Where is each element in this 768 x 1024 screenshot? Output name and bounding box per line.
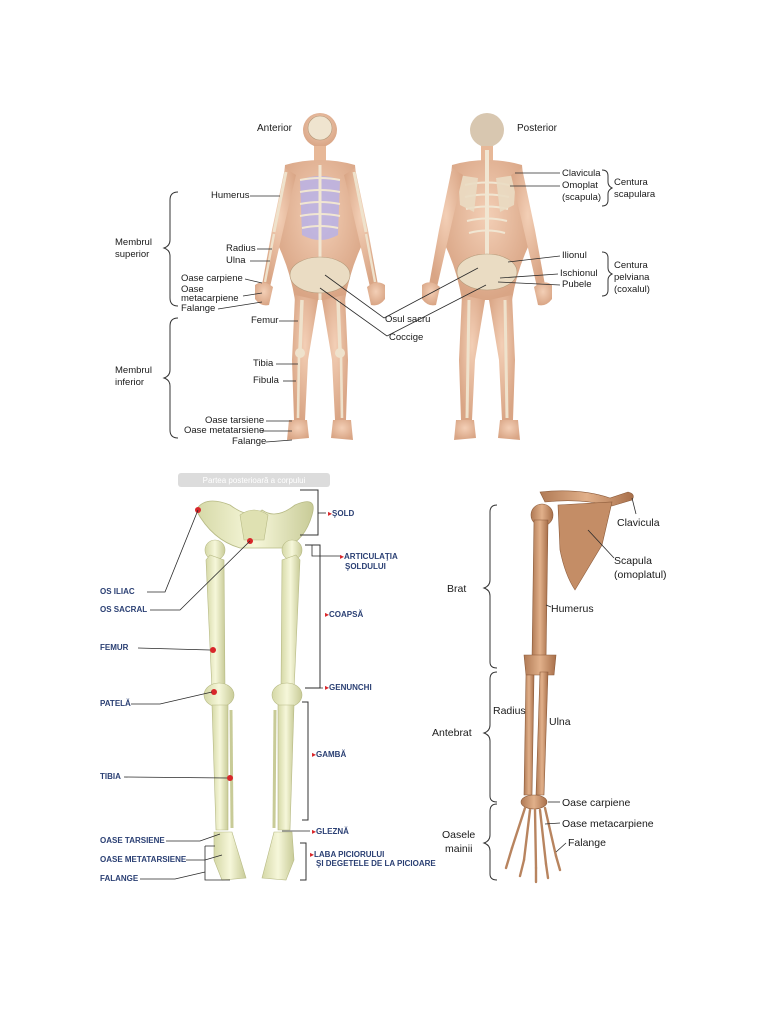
group-centura-pelviana-2: pelviana	[614, 272, 650, 283]
label-clavicula-back: Clavicula	[562, 168, 601, 179]
label-oase-tarsiene-leg: OASE TARSIENE	[100, 836, 165, 845]
banner-title: Partea posterioară a corpului	[203, 476, 306, 485]
bracket-laba	[300, 842, 307, 881]
label-ulna: Ulna	[226, 255, 246, 266]
anterior-title: Anterior	[257, 123, 293, 134]
label-radius-arm: Radius	[493, 705, 526, 717]
label-antebrat: Antebrat	[432, 727, 472, 739]
label-oasele-1: Oasele	[442, 829, 475, 841]
label-oase-metatarsiene-leg: OASE METATARSIENE	[100, 855, 187, 864]
figure-pelvis-legs: Partea posterioară a corpului OS ILIAC	[100, 473, 436, 883]
posterior-title: Posterior	[517, 123, 558, 134]
label-omoplat-1: Omoplat	[562, 180, 598, 191]
label-fibula: Fibula	[253, 375, 280, 386]
brace-antebrat	[482, 671, 498, 803]
label-humerus: Humerus	[211, 190, 250, 201]
label-oasele-2: mainii	[445, 843, 472, 855]
brace-oasele-mainii	[482, 803, 498, 881]
label-ischionul: Ischionul	[560, 268, 598, 279]
foot-group-bracket	[204, 845, 230, 881]
label-sold: ▸ŞOLD	[328, 509, 354, 518]
label-falange-foot: Falange	[232, 436, 266, 447]
label-scapula-1: Scapula	[614, 555, 652, 567]
label-oase-metatarsiene: Oase metatarsiene	[184, 425, 264, 436]
label-coccige: Coccige	[389, 332, 423, 343]
group-lower-limb-1: Membrul	[115, 365, 152, 376]
group-centura-pelviana-3: (coxalul)	[614, 284, 650, 295]
label-falange-arm: Falange	[568, 837, 606, 849]
group-upper-limb-2: superior	[115, 249, 149, 260]
group-centura-pelviana-1: Centura	[614, 260, 649, 271]
label-tibia: Tibia	[253, 358, 274, 369]
label-pubele: Pubele	[562, 279, 592, 290]
figure-skeleton-front-back: Anterior Posterior Membrul superior Memb…	[115, 113, 656, 447]
label-ilionul: Ilionul	[562, 250, 587, 261]
label-humerus-arm: Humerus	[551, 603, 594, 615]
label-oase-metacarpiene-1: Oase	[181, 284, 204, 295]
group-upper-limb-1: Membrul	[115, 237, 152, 248]
label-os-sacral: OS SACRAL	[100, 605, 147, 614]
banner-background	[178, 473, 330, 487]
group-lower-limb-2: inferior	[115, 377, 144, 388]
label-femur-leg: FEMUR	[100, 643, 129, 652]
anterior-body-illustration	[255, 113, 385, 440]
label-laba-1: ▸LABA PICIORULUI	[310, 850, 384, 859]
label-brat: Brat	[447, 583, 466, 595]
label-clavicula-arm: Clavicula	[617, 517, 660, 529]
group-centura-scapulara-2: scapulara	[614, 189, 656, 200]
label-oase-carpiene: Oase carpiene	[181, 273, 243, 284]
label-os-iliac: OS ILIAC	[100, 587, 135, 596]
label-patela: PATELĂ	[100, 699, 131, 708]
label-articulatia-2: ŞOLDULUI	[345, 562, 386, 571]
label-oase-metacarpiene-2: metacarpiene	[181, 293, 239, 304]
label-osul-sacru: Osul sacru	[385, 314, 430, 325]
label-glezna: ▸GLEZNĂ	[312, 827, 349, 836]
brace-brat	[482, 504, 498, 669]
label-coapsa: ▸COAPSĂ	[325, 610, 363, 619]
label-ulna-arm: Ulna	[549, 716, 571, 728]
label-falange-hand: Falange	[181, 303, 215, 314]
label-tibia-leg: TIBIA	[100, 772, 121, 781]
label-gamba: ▸GAMBĂ	[312, 750, 346, 759]
bracket-coapsa	[305, 544, 321, 689]
label-laba-2: ŞI DEGETELE DE LA PICIOARE	[316, 859, 436, 868]
bracket-gamba	[302, 701, 309, 821]
label-oase-metacarpiene-arm: Oase metacarpiene	[562, 818, 654, 830]
label-femur: Femur	[251, 315, 278, 326]
bracket-sold	[300, 489, 319, 536]
bracket-centura-pelviana	[601, 251, 614, 297]
label-genunchi: ▸GENUNCHI	[325, 683, 372, 692]
label-articulatia-1: ▸ARTICULAŢIA	[340, 552, 398, 561]
label-oase-tarsiene: Oase tarsiene	[205, 415, 264, 426]
label-scapula-2: (omoplatul)	[614, 569, 667, 581]
label-radius: Radius	[226, 243, 256, 254]
bracket-lower-limb	[162, 317, 179, 439]
posterior-body-illustration	[422, 113, 552, 440]
label-omoplat-2: (scapula)	[562, 192, 601, 203]
group-centura-scapulara-1: Centura	[614, 177, 649, 188]
label-falange-leg: FALANGE	[100, 874, 139, 883]
figure-arm: Clavicula Scapula (omoplatul) Humerus Ra…	[432, 490, 667, 884]
label-oase-carpiene-arm: Oase carpiene	[562, 797, 630, 809]
bracket-upper-limb	[162, 191, 179, 307]
bracket-centura-scapulara	[601, 169, 614, 207]
